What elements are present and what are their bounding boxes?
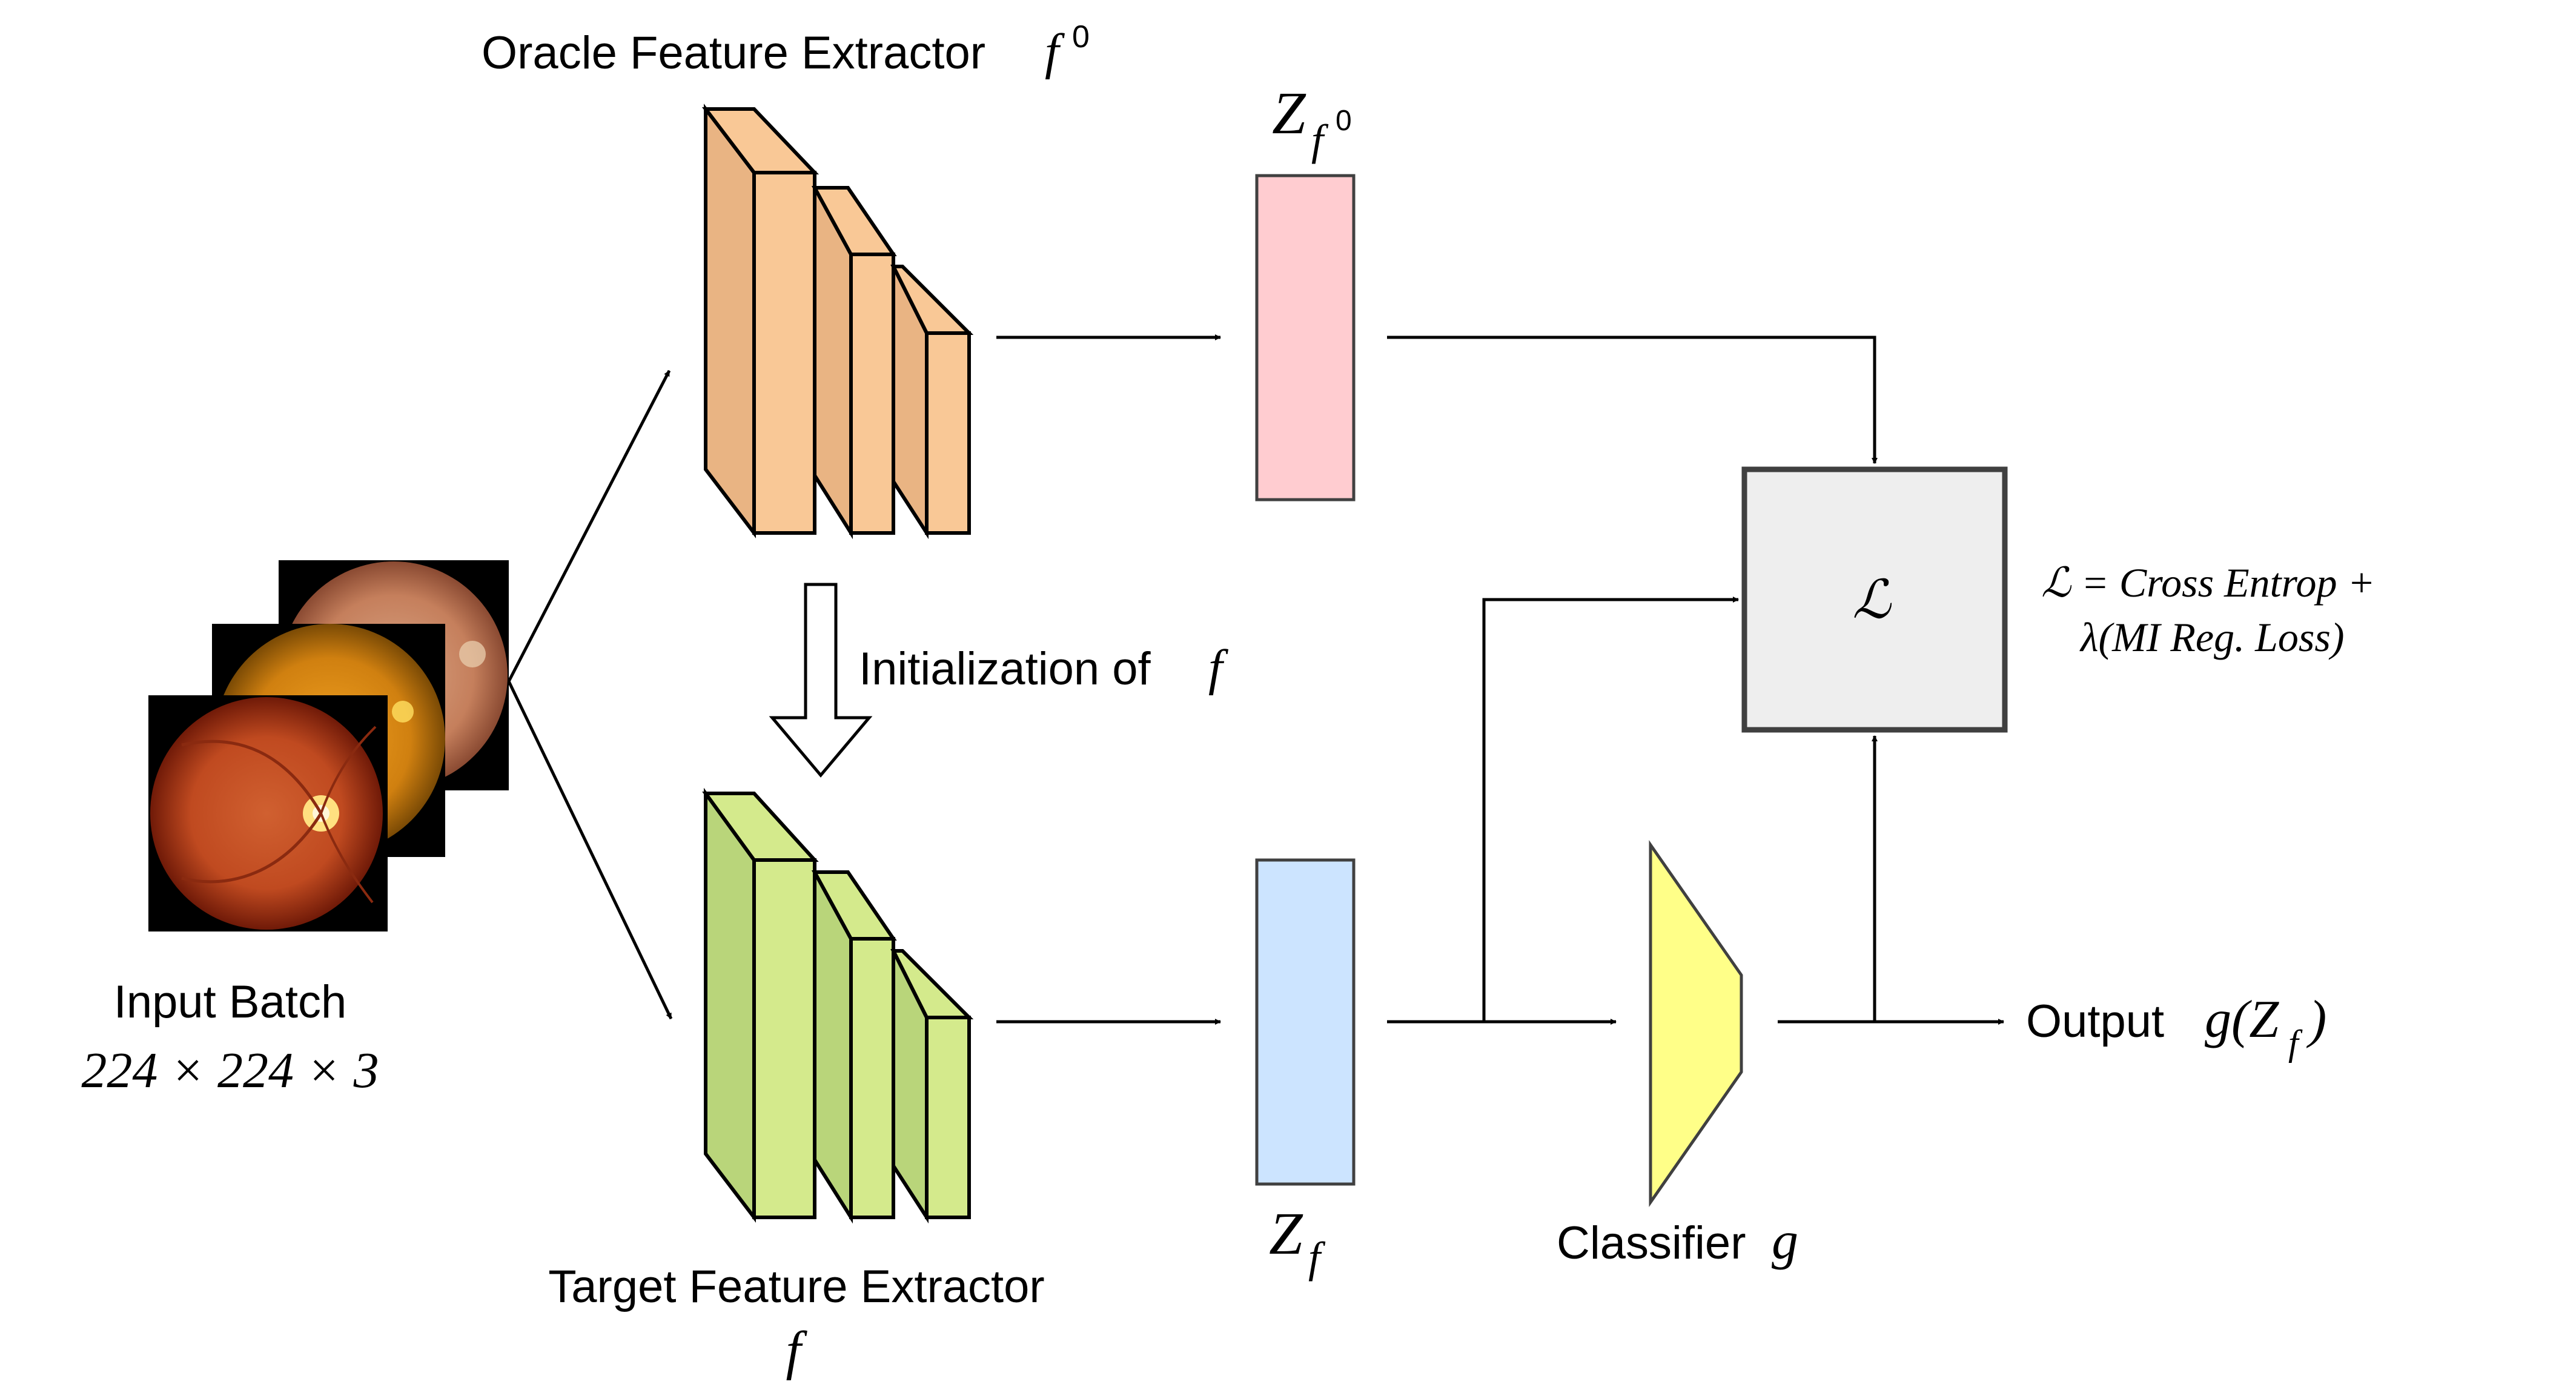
- target-title: Target Feature Extractor f: [548, 1261, 1044, 1381]
- classifier-g: [1649, 840, 1743, 1207]
- target-block-2-front: [849, 937, 895, 1219]
- initialization-arrow-icon: [769, 583, 873, 778]
- loss-equation-line1: ℒ = Cross Entrop +: [2041, 560, 2375, 606]
- z-target-label: Z f: [1269, 1200, 1326, 1282]
- arrow-zf-to-loss: [1482, 597, 1739, 1022]
- initialization-text: Initialization of: [859, 643, 1151, 695]
- arrow-zf0-to-loss: [1387, 336, 1878, 464]
- z-target-symbol: Z: [1269, 1200, 1303, 1267]
- output-label: Output g(Z f ): [2026, 990, 2326, 1063]
- loss-symbol: ℒ: [1852, 571, 1892, 630]
- output-sub: f: [2288, 1023, 2303, 1063]
- target-block-1-side: [704, 787, 756, 1223]
- arrow-input-to-target: [507, 680, 673, 1020]
- output-close: ): [2306, 990, 2326, 1049]
- oracle-feature-extractor: [701, 104, 974, 540]
- loss-equation-line2: λ(MI Reg. Loss): [2079, 614, 2345, 660]
- z-oracle-symbol: Z: [1272, 79, 1306, 147]
- input-dims: 224 × 224 × 3: [81, 1042, 379, 1099]
- z-oracle-embedding: [1255, 174, 1356, 501]
- target-symbol: f: [786, 1321, 807, 1381]
- initialization-symbol: f: [1208, 640, 1229, 696]
- z-oracle-label: Z f 0: [1272, 79, 1352, 164]
- oracle-title: Oracle Feature Extractor f 0: [482, 19, 1090, 80]
- input-title: Input Batch: [114, 976, 347, 1028]
- target-block-3-front: [925, 1016, 971, 1219]
- retina-image-3: [148, 695, 388, 931]
- oracle-block-3-front: [925, 331, 971, 535]
- oracle-symbol-sup: 0: [1072, 19, 1090, 55]
- output-text: Output: [2026, 996, 2164, 1047]
- input-batch-images: [148, 560, 509, 931]
- target-block-1-front: [752, 858, 816, 1219]
- output-expr: g(Z: [2205, 990, 2279, 1049]
- oracle-symbol: f: [1045, 24, 1065, 80]
- z-oracle-sub: f: [1311, 116, 1329, 164]
- loss-box: [1741, 466, 2008, 733]
- oracle-title-text: Oracle Feature Extractor: [482, 27, 985, 79]
- target-feature-extractor: [702, 787, 974, 1224]
- initialization-label: Initialization of f: [859, 640, 1229, 696]
- z-target-sub: f: [1308, 1233, 1326, 1282]
- arrow-input-to-oracle: [507, 369, 671, 683]
- classifier-label: Classifier g: [1557, 1212, 1798, 1271]
- oracle-block-1-side: [704, 104, 756, 538]
- classifier-symbol: g: [1772, 1212, 1798, 1271]
- oracle-block-2-front: [849, 253, 895, 535]
- classifier-text: Classifier: [1557, 1217, 1746, 1269]
- oracle-block-1-front: [752, 171, 816, 535]
- input-batch-label: Input Batch 224 × 224 × 3: [81, 976, 379, 1099]
- z-oracle-subsup: 0: [1336, 105, 1352, 137]
- target-title-text: Target Feature Extractor: [548, 1261, 1044, 1312]
- loss-equation: ℒ = Cross Entrop + λ(MI Reg. Loss): [2041, 560, 2375, 660]
- z-target-embedding: [1255, 858, 1356, 1186]
